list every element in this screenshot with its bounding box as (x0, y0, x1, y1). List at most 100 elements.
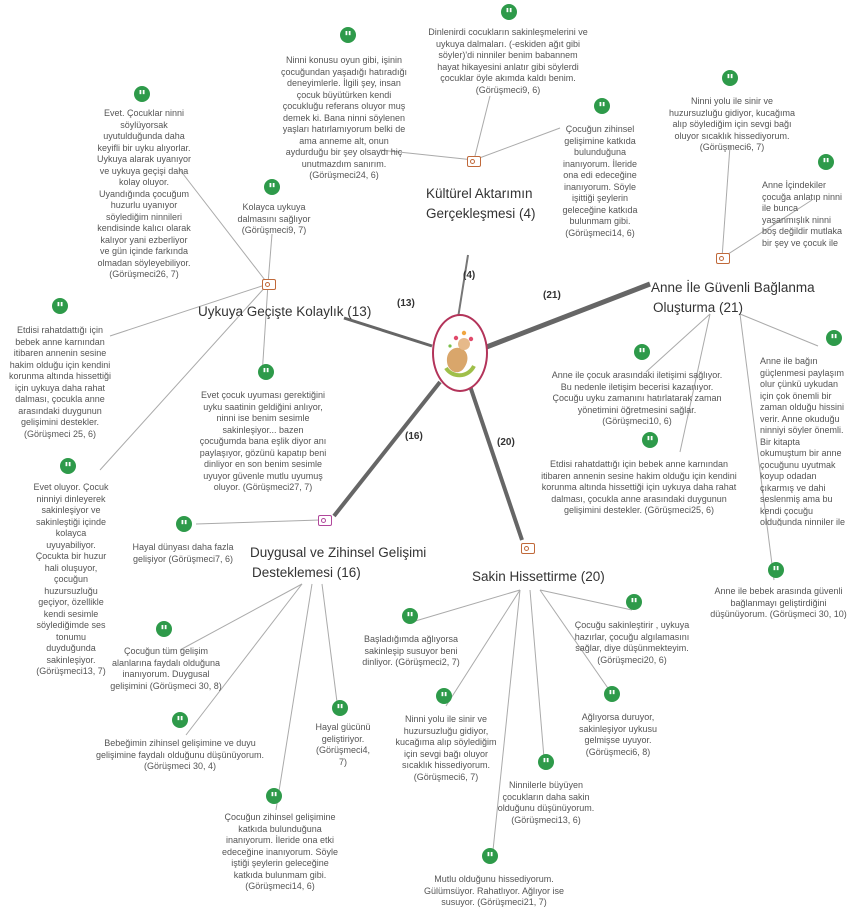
quote-icon[interactable]: " (818, 154, 834, 173)
leaf-link (539, 589, 613, 695)
quote-text: Hayal dünyası daha fazla gelişiyor (Görü… (132, 542, 234, 564)
quote-icon[interactable]: " (176, 516, 192, 535)
leaf-link (179, 169, 269, 285)
quote-icon[interactable]: " (604, 686, 620, 705)
quote-icon[interactable]: " (264, 179, 280, 198)
quote-text: Başladığımda ağlıyorsa sakinleşip susuyo… (362, 634, 460, 667)
leaf-link (379, 149, 475, 161)
leaf-link (195, 519, 321, 525)
quote-icon[interactable]: " (156, 621, 172, 640)
theme-sakin[interactable]: Sakin Hissettirme (20) (472, 567, 632, 587)
link-center-uykuya (343, 316, 433, 348)
leaf-link (739, 313, 775, 581)
quote-text: Anne ile bağın güçlenmesi paylaşım olur … (760, 356, 846, 526)
code-icon[interactable] (521, 543, 535, 554)
quote-text: Etdisi rahatdattığı için bebek anne karn… (541, 459, 737, 515)
quote-text: Bebeğimin zihinsel gelişimine ve duyu ge… (95, 738, 265, 771)
quote-icon[interactable]: " (332, 700, 348, 719)
quote-icon[interactable]: " (634, 344, 650, 363)
quote-icon[interactable]: " (826, 330, 842, 349)
link-count-kultur: (4) (463, 270, 476, 281)
link-count-anne: (21) (543, 290, 561, 301)
quote-text: Evet çocuk uyuması gerektiğini uyku saat… (199, 390, 327, 492)
theme-anne-line2: Oluşturma (21) (653, 300, 744, 315)
quote-text: Evet. Çocuklar ninni söylüyorsak uyutuld… (96, 108, 192, 279)
theme-sakin-line1: Sakin Hissettirme (20) (472, 569, 605, 584)
leaf-link (109, 283, 269, 337)
quote-text: Mutlu olduğunu hissediyorum. Gülümsüyor.… (423, 874, 565, 907)
leaf-link (261, 283, 269, 377)
link-center-duygusal (332, 380, 442, 518)
leaf-link (539, 589, 633, 611)
leaf-link (491, 589, 521, 861)
quote-text: Ağlıyorsa duruyor, sakinleşiyor uykusu g… (578, 712, 658, 757)
quote-icon[interactable]: " (402, 608, 418, 627)
quote-text: Anne ile bebek arasında güvenli bağlanma… (710, 586, 847, 619)
leaf-link (185, 583, 303, 736)
quote-icon[interactable]: " (172, 712, 188, 731)
quote-text: Anne İçindekiler çocuğa anlatıp ninni il… (762, 180, 843, 250)
code-icon[interactable] (318, 515, 332, 526)
theme-kultur-line2: Gerçekleşmesi (4) (426, 206, 536, 221)
quote-text: Evet oluyor. Çocuk ninniyi dinleyerek sa… (33, 482, 109, 676)
quote-icon[interactable]: " (768, 562, 784, 581)
quote-icon[interactable]: " (266, 788, 282, 807)
quote-text: Ninni konusu oyun gibi, işinin çocuğunda… (280, 55, 408, 180)
quote-text: Çocuğun zihinsel gelişimine katkıda bulu… (562, 124, 638, 238)
quote-icon[interactable]: " (482, 848, 498, 867)
link-center-sakin (468, 385, 524, 541)
quote-text: Ninni yolu ile sinir ve huzursuzluğu gid… (395, 714, 497, 782)
leaf-link (267, 233, 273, 285)
quote-icon[interactable]: " (501, 4, 517, 23)
quote-text: Etdisi rahatdattığı için bebek anne karn… (8, 325, 112, 439)
quote-icon[interactable]: " (594, 98, 610, 117)
quote-icon[interactable]: " (134, 86, 150, 105)
quote-icon[interactable]: " (258, 364, 274, 383)
leaf-link (179, 583, 303, 651)
leaf-link (99, 283, 269, 471)
leaf-link (411, 589, 521, 623)
quote-icon[interactable]: " (626, 594, 642, 613)
leaf-link (445, 589, 521, 707)
quote-icon[interactable]: " (52, 298, 68, 317)
theme-duygusal-line2: Desteklemesi (16) (252, 565, 361, 580)
link-count-uykuya: (13) (397, 298, 415, 309)
quote-text: Anne ile çocuk arasındaki iletişimi sağl… (551, 370, 723, 426)
theme-uykuya-line1: Uykuya Geçişte Kolaylık (13) (198, 304, 372, 319)
leaf-link (275, 583, 313, 811)
code-icon[interactable] (467, 156, 481, 167)
theme-anne[interactable]: Anne İle Güvenli Bağlanma Oluşturma (21) (651, 278, 841, 318)
link-count-duygusal: (16) (405, 431, 423, 442)
quote-icon[interactable]: " (60, 458, 76, 477)
leaf-link (721, 145, 731, 259)
quote-text: Ninnilerle büyüyen çocukların daha sakin… (497, 780, 595, 825)
quote-icon[interactable]: " (538, 754, 554, 773)
quote-icon[interactable]: " (436, 688, 452, 707)
quote-icon[interactable]: " (722, 70, 738, 89)
link-center-anne (483, 281, 651, 351)
quote-text: Ninni yolu ile sinir ve huzursuzluğu gid… (668, 96, 796, 152)
mother-and-baby-icon-art (444, 330, 476, 378)
quote-text: Hayal gücünü geliştiriyor. (Görüşmeci4, … (315, 722, 371, 767)
leaf-link (321, 583, 339, 711)
theme-kultur-line1: Kültürel Aktarımın (426, 186, 533, 201)
quote-text: Kolayca uykuya dalmasını sağlıyor (Görüş… (237, 202, 311, 235)
quote-text: Çocuğu sakinleştirir , uykuya hazırlar, … (574, 620, 690, 665)
link-center-kultur (457, 254, 469, 319)
quote-text: Dinlenirdi cocukların sakinleşmelerini v… (428, 27, 588, 95)
theme-anne-line1: Anne İle Güvenli Bağlanma (651, 280, 815, 295)
quote-text: Çocuğun zihinsel gelişimine katkıda bulu… (221, 812, 339, 891)
theme-duygusal[interactable]: Duygusal ve Zihinsel Gelişimi Destekleme… (250, 543, 450, 583)
theme-uykuya[interactable]: Uykuya Geçişte Kolaylık (13) (198, 302, 388, 322)
theme-duygusal-line1: Duygusal ve Zihinsel Gelişimi (250, 545, 427, 560)
leaf-link (473, 95, 491, 161)
theme-kultur[interactable]: Kültürel Aktarımın Gerçekleşmesi (4) (426, 184, 566, 224)
quote-icon[interactable]: " (642, 432, 658, 451)
mother-and-baby-icon[interactable] (432, 314, 488, 392)
code-icon[interactable] (262, 279, 276, 290)
link-count-sakin: (20) (497, 437, 515, 448)
code-icon[interactable] (716, 253, 730, 264)
quote-icon[interactable]: " (340, 27, 356, 46)
leaf-link (645, 313, 711, 373)
